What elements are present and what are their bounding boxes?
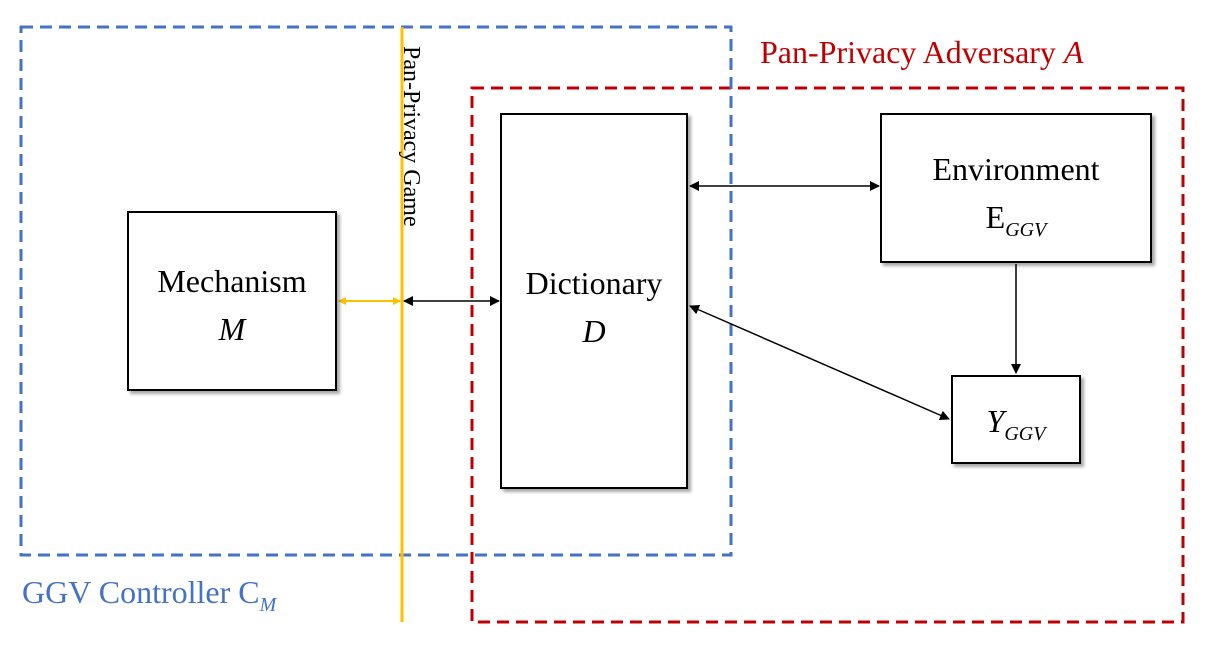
mechanism-symbol: M <box>218 311 246 347</box>
output-symbol-line: YGGV <box>953 403 1079 445</box>
controller-label: GGV Controller CM <box>22 574 276 616</box>
environment-box: Environment EGGV <box>880 113 1152 263</box>
controller-symbol-sub: M <box>259 594 277 616</box>
mechanism-name: Mechanism <box>157 263 307 299</box>
game-line-label: Pan-Privacy Game <box>398 46 424 227</box>
environment-symbol: E <box>985 199 1006 235</box>
mechanism-box: Mechanism M <box>127 211 337 391</box>
controller-region <box>19 25 733 557</box>
output-symbol-sub: GGV <box>1004 423 1046 445</box>
dictionary-symbol: D <box>582 313 606 349</box>
dictionary-box: Dictionary D <box>500 113 688 489</box>
environment-symbol-sub: GGV <box>1005 219 1047 241</box>
output-symbol: Y <box>986 403 1005 439</box>
environment-symbol-line: EGGV <box>882 199 1150 241</box>
adversary-label-text: Pan-Privacy Adversary <box>760 34 1056 70</box>
dictionary-output-arrow <box>689 305 950 420</box>
environment-name: Environment <box>932 151 1100 187</box>
dictionary-name: Dictionary <box>525 265 663 301</box>
controller-label-text: GGV Controller <box>22 574 231 610</box>
adversary-symbol: A <box>1063 34 1084 70</box>
adversary-label: Pan-Privacy Adversary A <box>760 34 1083 71</box>
output-box: YGGV <box>951 375 1081 464</box>
controller-symbol: C <box>238 574 260 610</box>
adversary-region <box>470 86 1185 624</box>
